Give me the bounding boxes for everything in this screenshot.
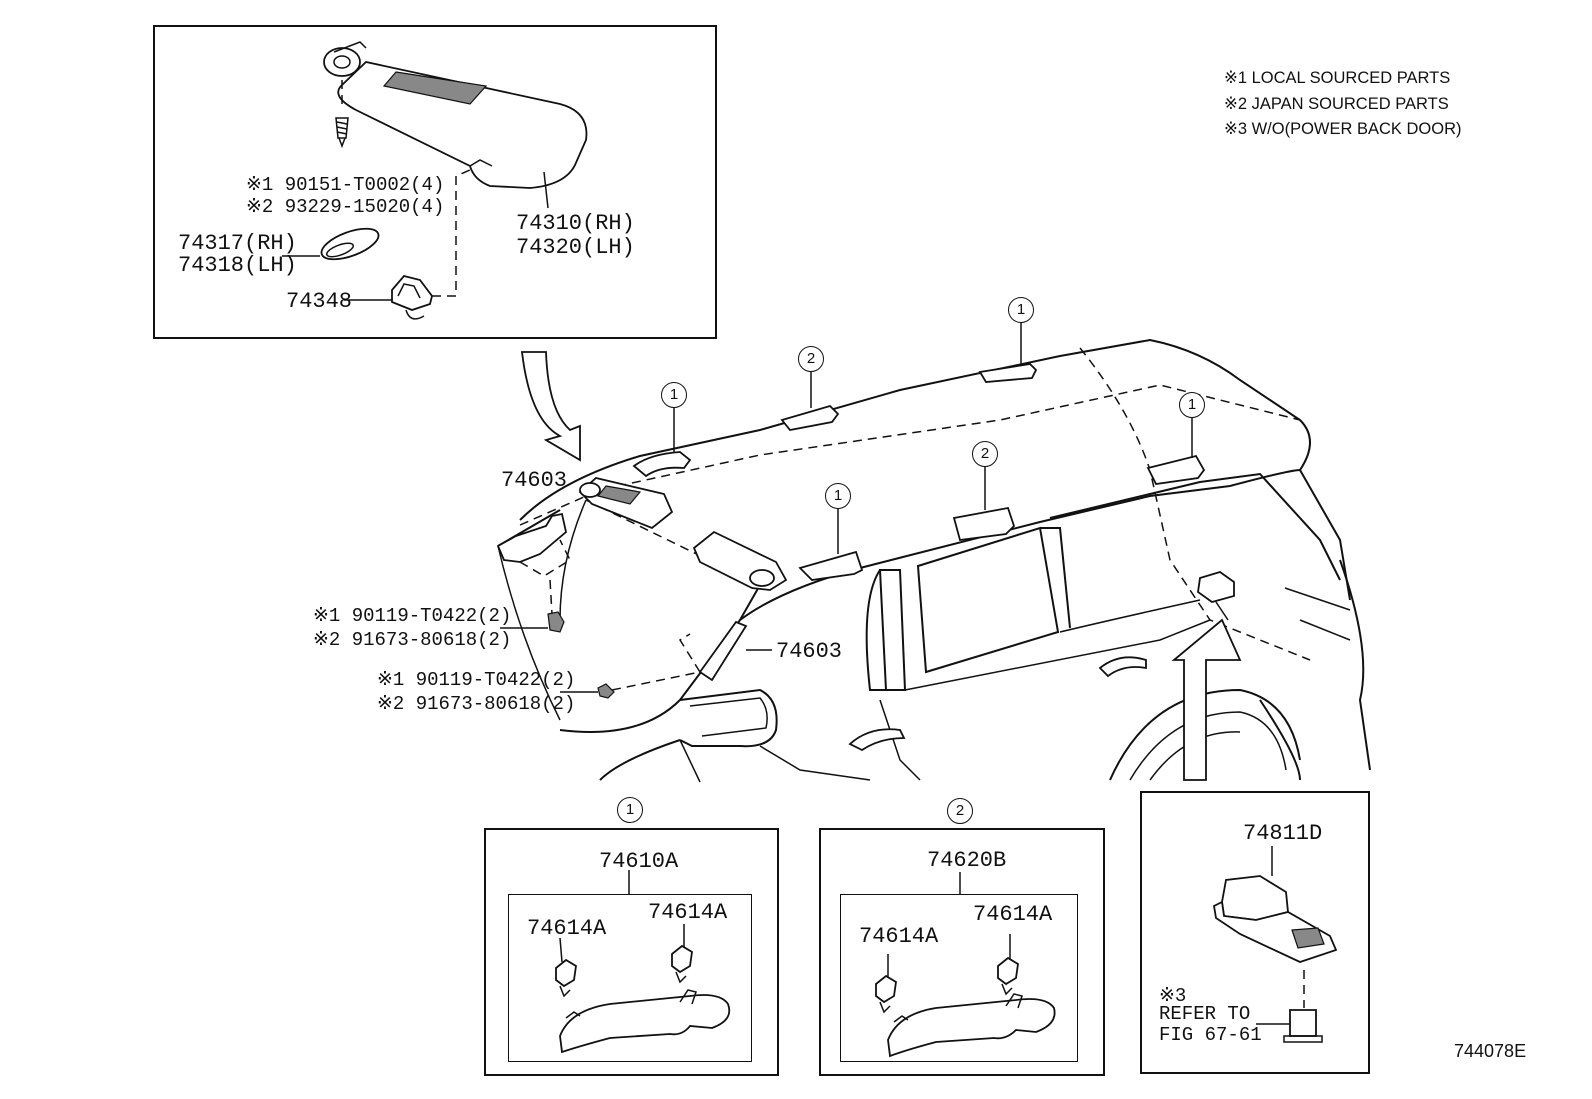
lamp-detail-frame (1140, 791, 1370, 1074)
visor-clip-drawing (344, 169, 471, 320)
detail-1-inner-frame (508, 894, 752, 1062)
detail-2-clip-left: 74614A (859, 924, 939, 949)
lamp-detail-art (1213, 846, 1338, 1043)
screw-part-number-japan: ※2 93229-15020(4) (246, 196, 445, 218)
bolt-a-part-number-japan: ※2 91673-80618(2) (313, 629, 512, 651)
visor-inset-frame (153, 25, 717, 339)
detail-1-callout: 1 (617, 797, 643, 823)
note-1: ※1 LOCAL SOURCED PARTS (1224, 69, 1451, 87)
grip-part-number-upper: 74603 (501, 468, 568, 493)
lamp-refer-line-2: FIG 67-61 (1159, 1024, 1262, 1046)
detail-2-art (875, 872, 1056, 1058)
lamp-part-number: 74811D (1243, 821, 1323, 846)
visor-screw-drawing (335, 80, 349, 149)
bolt-b-part-number-local: ※1 90119-T0422(2) (377, 669, 576, 691)
bolt-b-part-number-japan: ※2 91673-80618(2) (377, 693, 576, 715)
detail-2-assembly-number: 74620B (927, 848, 1007, 873)
note-3: ※3 W/O(POWER BACK DOOR) (1224, 120, 1462, 138)
detail-1-frame (484, 828, 779, 1076)
detail-1-art (555, 870, 731, 1054)
holder-part-number-rh: 74317(RH) (178, 231, 297, 256)
callout-1-front-grip: 1 (661, 382, 687, 408)
lamp-note-mark: ※3 (1159, 985, 1187, 1007)
detail-2-inner-frame (840, 894, 1078, 1062)
figure-id: 744078E (1454, 1041, 1527, 1061)
roof-grips (632, 322, 1206, 581)
lamp-refer-line-1: REFER TO (1159, 1003, 1251, 1025)
sun-visor-drawing (323, 41, 588, 189)
detail-2-clip-right: 74614A (973, 902, 1053, 927)
detail-1-assembly-number: 74610A (599, 849, 679, 874)
detail-2-frame (819, 828, 1105, 1076)
lamp-arrow (1171, 618, 1242, 781)
clip-part-number: 74348 (286, 289, 353, 314)
note-2: ※2 JAPAN SOURCED PARTS (1224, 95, 1449, 113)
detail-1-clip-left: 74614A (527, 916, 607, 941)
detail-1-clip-right: 74614A (648, 900, 728, 925)
grip-part-number-lower: 74603 (776, 639, 843, 664)
bolt-a-part-number-local: ※1 90119-T0422(2) (313, 605, 512, 627)
inset-arrow (520, 351, 581, 462)
roof-visors (578, 477, 788, 591)
visor-part-number-rh: 74310(RH) (516, 211, 635, 236)
vehicle-outline (497, 338, 1371, 783)
a-pillar-grips (496, 512, 772, 699)
callout-1-rear-door-grip: 1 (825, 483, 851, 509)
callout-2-rear-grip: 2 (972, 441, 998, 467)
visor-part-number-lh: 74320(LH) (516, 235, 635, 260)
holder-part-number-lh: 74318(LH) (178, 253, 297, 278)
callout-1-cargo-grip: 1 (1179, 392, 1205, 418)
screw-part-number-local: ※1 90151-T0002(4) (246, 174, 445, 196)
rear-lamp-on-vehicle (1171, 571, 1242, 781)
callout-1-rear-roof-grip: 1 (1008, 297, 1034, 323)
callout-2-roof-grip: 2 (798, 346, 824, 372)
detail-2-callout: 2 (947, 798, 973, 824)
visor-holder-drawing (282, 227, 380, 261)
